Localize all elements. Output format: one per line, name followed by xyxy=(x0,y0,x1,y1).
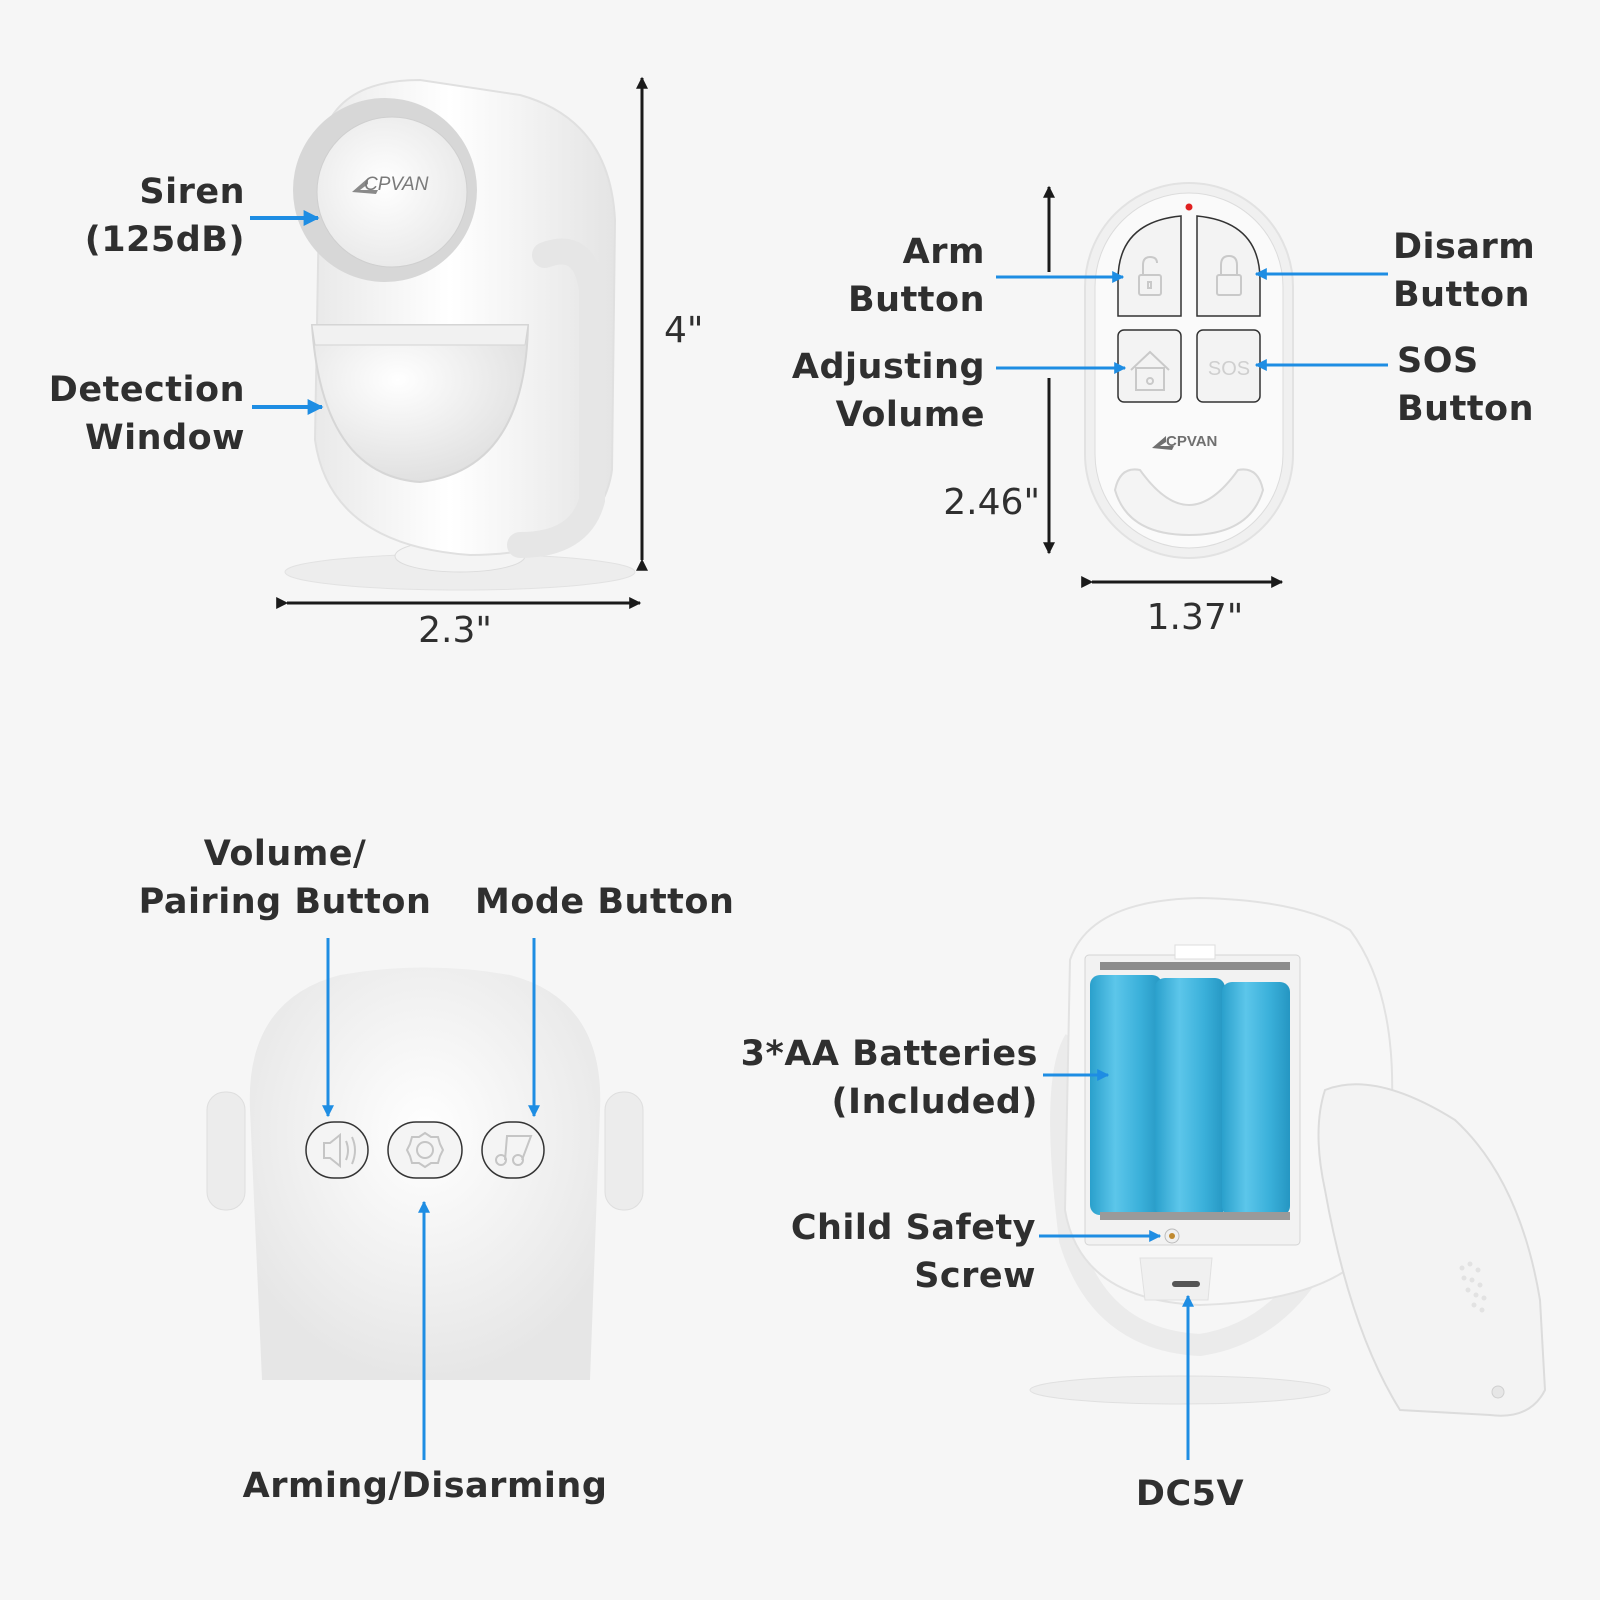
screw-label-line2: Screw xyxy=(914,1256,1036,1296)
arming-disarming-label: Arming/Disarming xyxy=(242,1466,608,1506)
svg-text:SOS: SOS xyxy=(1208,358,1250,380)
batteries-label: 3*AA Batteries (Included) xyxy=(720,1030,1038,1126)
detection-window-label: Detection Window xyxy=(20,366,245,462)
volume-label-line2: Volume xyxy=(835,395,985,435)
screw-label-line1: Child Safety xyxy=(790,1208,1036,1248)
dc5v-label: DC5V xyxy=(1135,1474,1245,1514)
arm-button-label: Arm Button xyxy=(780,228,985,324)
siren-label-line1: Siren xyxy=(139,172,245,212)
mode-button-label: Mode Button xyxy=(475,882,735,922)
volume-pairing-label-line1: Volume/ xyxy=(203,834,367,874)
arm-label-line2: Button xyxy=(847,280,985,320)
detection-label-line1: Detection xyxy=(48,370,245,410)
svg-text:CPVAN: CPVAN xyxy=(364,174,429,195)
remote-height-dimension: 2.46" xyxy=(943,482,1040,523)
adjusting-volume-label: Adjusting Volume xyxy=(760,343,985,439)
detection-label-line2: Window xyxy=(85,418,245,458)
child-safety-screw-label: Child Safety Screw xyxy=(760,1204,1036,1300)
siren-width-dimension: 2.3" xyxy=(418,610,492,651)
siren-unit-illustration: CPVAN xyxy=(284,78,636,591)
sos-label-line1: SOS xyxy=(1397,341,1479,381)
led-indicator xyxy=(1185,203,1193,211)
volume-label-line1: Adjusting xyxy=(791,347,985,387)
svg-text:CPVAN: CPVAN xyxy=(1166,433,1217,450)
remote-width-dimension: 1.37" xyxy=(1146,597,1244,638)
volume-pairing-label: Volume/ Pairing Button xyxy=(135,830,435,926)
sos-label-line2: Button xyxy=(1397,389,1535,429)
top-view-illustration xyxy=(206,967,644,1380)
batteries-label-line2: (Included) xyxy=(831,1082,1038,1122)
batteries-label-line1: 3*AA Batteries xyxy=(740,1034,1038,1074)
disarm-label-line1: Disarm xyxy=(1393,227,1536,267)
siren-height-dimension: 4" xyxy=(664,310,704,351)
siren-label: Siren (125dB) xyxy=(40,168,245,264)
disarm-button-label: Disarm Button xyxy=(1393,223,1593,319)
back-view-illustration xyxy=(1029,896,1547,1417)
disarm-label-line2: Button xyxy=(1393,275,1531,315)
volume-pairing-label-line2: Pairing Button xyxy=(138,882,432,922)
remote-illustration: SOS CPVAN xyxy=(1084,182,1294,559)
arm-label-line1: Arm xyxy=(902,232,985,272)
siren-label-line2: (125dB) xyxy=(84,220,245,260)
sos-button-label: SOS Button xyxy=(1397,337,1597,433)
